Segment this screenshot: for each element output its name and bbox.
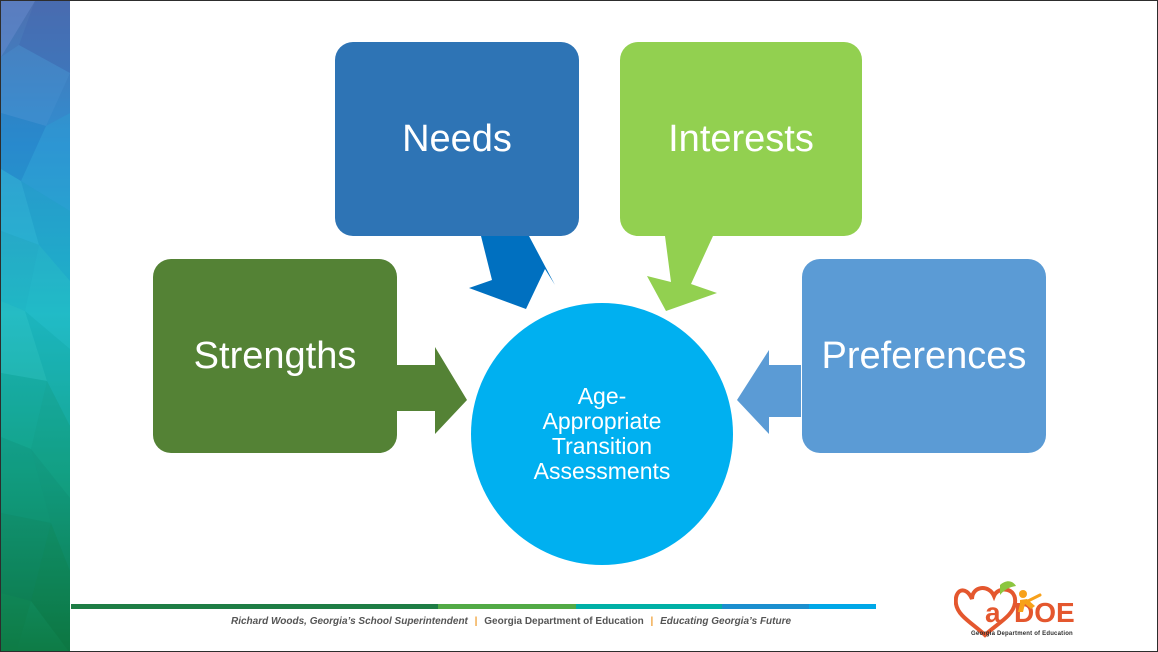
strengths-label: Strengths [193,335,357,377]
needs-label: Needs [402,118,512,160]
needs-arrow [469,236,555,309]
footer-bar-segment-3 [576,604,722,609]
footer-color-bar [71,604,876,609]
logo-wordmark-ga: a [985,597,1001,628]
interests-box: Interests [620,42,862,236]
footer-department: Georgia Department of Education [484,616,644,627]
interests-label: Interests [668,118,814,160]
footer-bar-segment-4 [722,604,809,609]
logo-leaf [1000,581,1016,595]
logo-person-head [1019,590,1027,598]
decorative-left-band [1,1,70,651]
center-assessment-label: Age- Appropriate Transition Assessments [533,383,671,484]
footer-superintendent: Richard Woods, Georgia’s School Superint… [231,616,468,627]
preferences-label: Preferences [821,335,1027,377]
footer-credit-line: Richard Woods, Georgia’s School Superint… [231,614,881,630]
interests-arrow [647,236,717,311]
logo-heart-outline [954,586,1018,638]
footer-bar-segment-2 [438,604,576,609]
footer-separator-2: | [650,616,654,627]
preferences-box: Preferences [802,259,1046,453]
footer-bar-segment-1 [71,604,438,609]
logo-person-arm [1024,593,1042,604]
center-assessment-circle: Age- Appropriate Transition Assessments [471,303,733,565]
strengths-box: Strengths [153,259,397,453]
strengths-arrow [397,347,467,434]
logo-person-body [1018,599,1035,612]
gadoe-logo: a DOE [954,581,1075,638]
preferences-arrow [737,350,801,434]
footer-bar-segment-5 [809,604,876,609]
footer-separator-1: | [474,616,478,627]
logo-subtitle: Georgia Department of Education [971,631,1073,637]
footer-slogan: Educating Georgia’s Future [660,616,792,627]
needs-box: Needs [335,42,579,236]
